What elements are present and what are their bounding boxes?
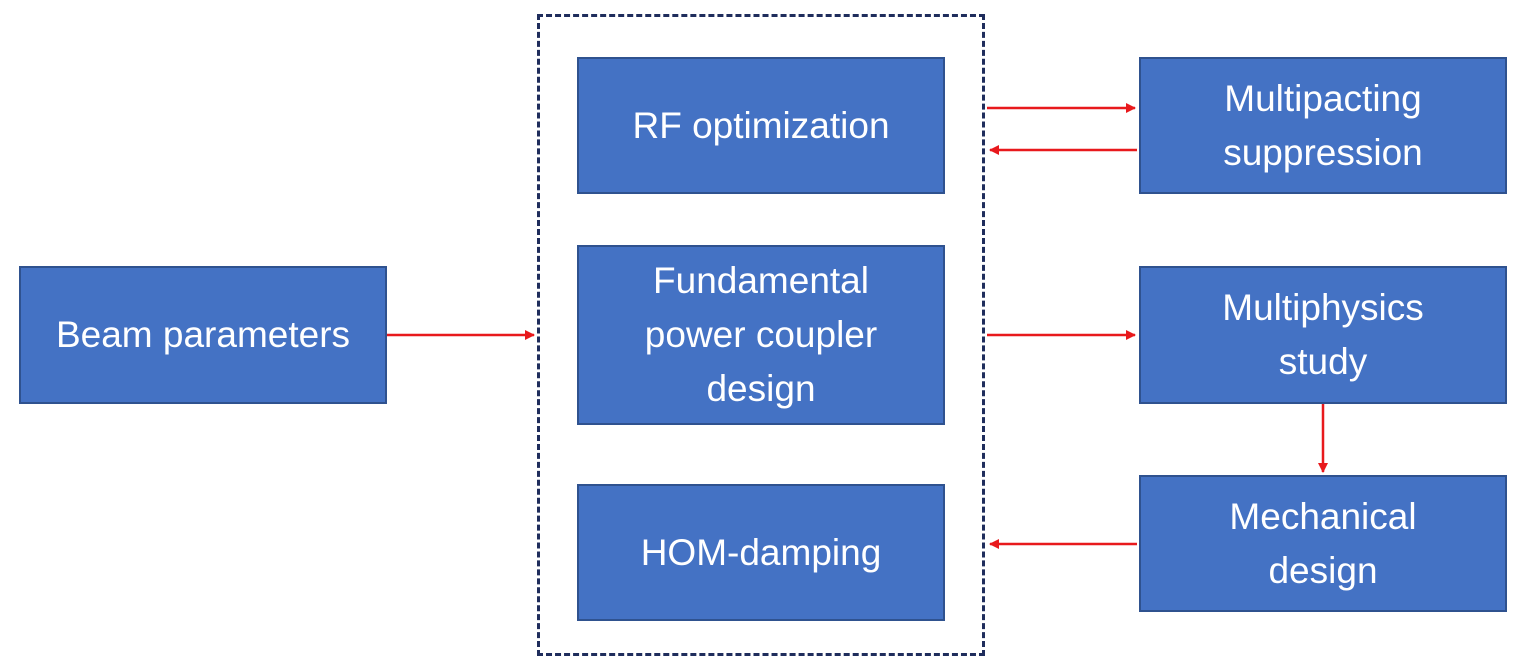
- mechanical-design-box: Mechanical design: [1139, 475, 1507, 612]
- multiphysics-study-box: Multiphysics study: [1139, 266, 1507, 404]
- beam-parameters-box: Beam parameters: [19, 266, 387, 404]
- multiphysics-study-label: Multiphysics study: [1222, 287, 1424, 382]
- fundamental-power-coupler-label: Fundamental power coupler design: [644, 260, 878, 409]
- rf-optimization-label: RF optimization: [632, 104, 890, 146]
- multipacting-suppression-box: Multipacting suppression: [1139, 57, 1507, 194]
- multipacting-suppression-label: Multipacting suppression: [1223, 77, 1423, 173]
- hom-damping-label: HOM-damping: [640, 531, 882, 573]
- design-group-frame: [537, 14, 985, 656]
- hom-damping-box: HOM-damping: [577, 484, 945, 621]
- rf-optimization-box: RF optimization: [577, 57, 945, 194]
- beam-parameters-label: Beam parameters: [55, 314, 351, 355]
- mechanical-design-label: Mechanical design: [1229, 495, 1417, 591]
- fundamental-power-coupler-box: Fundamental power coupler design: [577, 245, 945, 425]
